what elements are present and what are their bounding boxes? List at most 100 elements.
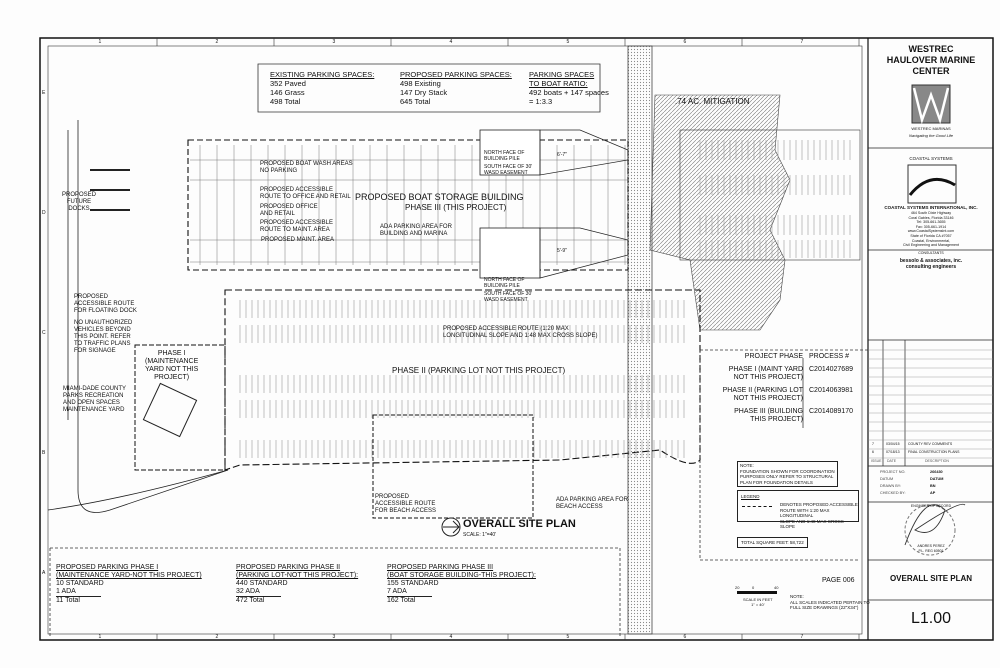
existing-total: 498 Total (270, 97, 301, 106)
label-floating-dock: PROPOSED ACCESSIBLE ROUTE FOR FLOATING D… (74, 294, 137, 314)
grid-number-bottom: 4 (449, 634, 453, 640)
phase-standard-count: 440 STANDARD (236, 580, 288, 587)
mitigation-label: .74 AC. MITIGATION (675, 97, 750, 106)
page-number: PAGE 006 (822, 577, 855, 584)
label-office: PROPOSED OFFICE AND RETAIL (260, 204, 318, 217)
phase-table: PROJECT PHASE PROCESS # PHASE I (MAINT YA… (715, 353, 853, 425)
parking-phase-summary: PROPOSED PARKING PHASE II(PARKING LOT-NO… (236, 564, 358, 605)
phase-name: PHASE II (PARKING LOT NOT THIS PROJECT) (722, 386, 803, 403)
grid-number-bottom: 2 (215, 634, 219, 640)
grid-number-bottom: 6 (683, 634, 687, 640)
phase-total: 11 Total (56, 596, 101, 605)
boat-storage-building (187, 139, 629, 271)
legend-title: LEGEND (741, 494, 760, 499)
grid-number-top: 7 (800, 39, 804, 45)
phase-ada-count: 32 ADA (236, 588, 260, 595)
firm-name: COASTAL SYSTEMS INTERNATIONAL, INC. (884, 205, 978, 210)
legend: LEGEND DENOTES PROPOSED ACCESSIBLE ROUTE… (737, 490, 859, 529)
proposed-title: PROPOSED PARKING SPACES: (400, 70, 512, 79)
dimension-1: 6'-7" (557, 152, 567, 158)
total-square-feet: TOTAL SQUARE FEET: 58,722 (737, 537, 808, 548)
grid-number-top: 3 (332, 39, 336, 45)
grid-number-top: 1 (98, 39, 102, 45)
phase-total: 472 Total (236, 596, 281, 605)
label-route-slope: PROPOSED ACCESSIBLE ROUTE (1:20 MAX LONG… (443, 326, 598, 339)
grid-number-bottom: 5 (566, 634, 570, 640)
phase-ada-count: 1 ADA (56, 588, 76, 595)
label-boat-wash: PROPOSED BOAT WASH AREAS NO PARKING (260, 161, 353, 174)
grid-letter: D (42, 210, 46, 216)
ratio-value: = 1:3.3 (529, 97, 553, 106)
revision-date: 07/18/13 (886, 450, 900, 454)
process-number: C2014027689 (809, 365, 853, 373)
grid-letter: E (42, 90, 46, 96)
parking-ratio: PARKING SPACES TO BOAT RATIO: 492 boats … (529, 70, 609, 106)
revision-number: 6 (872, 450, 874, 454)
north-arrow-icon (441, 517, 461, 537)
scale-bar-label: SCALE IN FEET 1" = 40' (743, 597, 773, 607)
grid-letter: C (42, 330, 46, 336)
sheet-title: OVERALL SITE PLAN (889, 574, 973, 583)
ratio-title-2: TO BOAT RATIO: (529, 79, 588, 88)
scale-tick-20: 20 (735, 585, 740, 590)
existing-parking-summary: EXISTING PARKING SPACES: 352 Paved 146 G… (270, 70, 374, 106)
phase-table-row: PHASE II (PARKING LOT NOT THIS PROJECT) C… (715, 387, 853, 404)
label-ada-building: ADA PARKING AREA FOR BUILDING AND MARINA (380, 224, 452, 237)
label-south-face-1: SOUTH FACE OF 30' WASD EASEMENT (484, 164, 533, 176)
process-number: C2014063981 (809, 386, 853, 394)
label-miami-dade: MIAMI-DADE COUNTY PARKS RECREATION AND O… (63, 386, 126, 413)
phase-ada-count: 7 ADA (387, 588, 407, 595)
phase-subtitle: (PARKING LOT-NOT THIS PROJECT): (236, 572, 359, 579)
label-no-vehicles: NO UNAUTHORIZED VEHICLES BEYOND THIS POI… (74, 320, 133, 354)
grid-letter: A (42, 570, 46, 576)
phase-name: PHASE I (MAINT YARD NOT THIS PROJECT) (728, 365, 803, 382)
engineer-name: ANDRES PEREZ P.L. REG 60501 (917, 544, 945, 553)
phase-subtitle: (MAINTENANCE YARD-NOT THIS PROJECT) (56, 572, 202, 579)
grid-number-bottom: 3 (332, 634, 336, 640)
revision-description: COUNTY REV COMMENTS (908, 442, 953, 446)
label-phase-2: PHASE II (PARKING LOT NOT THIS PROJECT) (392, 366, 566, 375)
project-info-value: DATUM (930, 477, 944, 481)
road (627, 45, 653, 635)
label-north-face-1: NORTH FACE OF BUILDING PILE (484, 150, 525, 162)
scale-tick-0: 0 (752, 585, 755, 590)
phase-table-row: PHASE III (BUILDING THIS PROJECT)C201408… (715, 408, 853, 425)
engineer-of-record-label: ENGINEER OF RECORD (910, 504, 952, 508)
proposed-existing: 498 Existing (400, 79, 441, 88)
process-header: PROCESS # (809, 353, 850, 360)
revision-description: FINAL CONSTRUCTION PLANS (908, 450, 960, 454)
grid-number-bottom: 7 (800, 634, 804, 640)
phase-title: PROPOSED PARKING PHASE II (236, 564, 341, 571)
grid-number-top: 2 (215, 39, 219, 45)
label-maint: PROPOSED MAINT. AREA (261, 237, 335, 243)
grid-number-top: 5 (566, 39, 570, 45)
proposed-parking-summary: PROPOSED PARKING SPACES: 498 Existing 14… (400, 70, 512, 106)
project-info-value: BN (930, 484, 936, 488)
scale-note: NOTE: ALL SCALES INDICATED PERTAIN TO FU… (790, 594, 870, 610)
parking-phase-summary: PROPOSED PARKING PHASE III(BOAT STORAGE … (387, 564, 536, 605)
revision-number: 7 (872, 442, 874, 446)
ratio-line: 492 boats + 147 spaces (529, 88, 609, 97)
grid-number-top: 6 (683, 39, 687, 45)
phase-table-row: PHASE I (MAINT YARD NOT THIS PROJECT) C20… (715, 366, 853, 383)
project-info-value: 266430 (930, 470, 943, 474)
label-phase-1: PHASE I (MAINTENANCE YARD NOT THIS PROJE… (145, 350, 199, 381)
existing-title: EXISTING PARKING SPACES: (270, 70, 375, 79)
label-route-office: PROPOSED ACCESSIBLE ROUTE TO OFFICE AND … (260, 187, 351, 200)
revision-header: DESCRIPTION (925, 459, 949, 463)
client-tagline: Navigating the Good Life (908, 133, 954, 138)
label-south-face-2: SOUTH FACE OF 30' WASD EASEMENT (484, 291, 533, 303)
grid-number-top: 4 (449, 39, 453, 45)
phase-standard-count: 155 STANDARD (387, 580, 439, 587)
firm-details: 464 South Dixie Highway Coral Gables, Fl… (903, 211, 959, 248)
phase-name: PHASE III (BUILDING THIS PROJECT) (734, 407, 803, 424)
project-info-key: CHECKED BY: (880, 491, 906, 495)
phase-header: PROJECT PHASE (744, 353, 803, 360)
accessible-route-symbol (742, 506, 772, 507)
revision-header: DATE (887, 459, 897, 463)
project-info-key: DRAWN BY: (880, 484, 902, 488)
proposed-total: 645 Total (400, 97, 431, 106)
engineer-seal (904, 504, 956, 556)
